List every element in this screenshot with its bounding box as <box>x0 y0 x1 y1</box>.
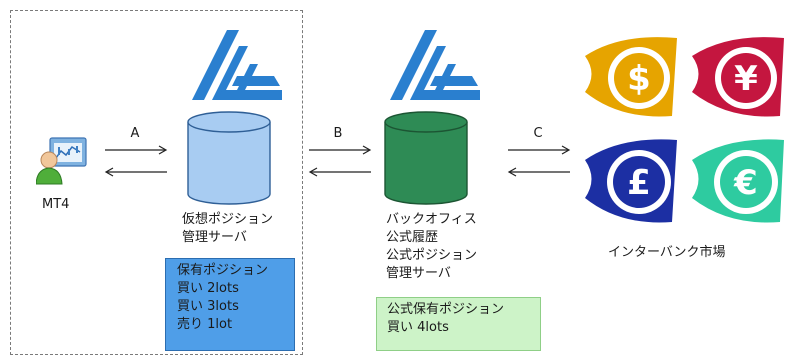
yen-symbol: ¥ <box>734 59 758 99</box>
company-logo-icon <box>192 30 282 100</box>
official-position-item: 買い 4lots <box>387 320 449 335</box>
mt4-terminal-icon <box>36 137 87 185</box>
euro-currency-icon: € <box>692 139 784 223</box>
virtual-position-item: 買い 3lots <box>177 299 239 314</box>
dollar-symbol: $ <box>627 59 651 99</box>
interbank-market-label: インターバンク市場 <box>608 245 726 260</box>
company-logo-icon <box>390 30 480 100</box>
bidirectional-arrow-a-icon <box>104 145 168 177</box>
back-office-label-line1: バックオフィス <box>386 212 477 227</box>
arrow-c-label: C <box>533 126 543 141</box>
back-office-label: バックオフィス 公式履歴 公式ポジション 管理サーバ <box>386 211 477 283</box>
back-office-label-line4: 管理サーバ <box>386 266 451 281</box>
mt4-label: MT4 <box>42 197 70 212</box>
arrow-a-label: A <box>130 126 140 141</box>
virtual-server-label: 仮想ポジション 管理サーバ <box>182 211 273 247</box>
virtual-position-server-database-icon <box>187 111 271 205</box>
pound-symbol: £ <box>627 163 651 203</box>
virtual-server-label-line2: 管理サーバ <box>182 230 247 245</box>
dollar-currency-icon: $ <box>585 37 677 117</box>
euro-symbol: € <box>733 163 758 203</box>
arrow-b-label: B <box>333 126 343 141</box>
virtual-positions-box: 保有ポジション 買い 2lots 買い 3lots 売り 1lot <box>165 258 295 351</box>
virtual-position-item: 買い 2lots <box>177 281 239 296</box>
official-positions-title: 公式保有ポジション <box>387 302 505 317</box>
virtual-position-item: 売り 1lot <box>177 317 233 332</box>
virtual-positions-title: 保有ポジション <box>177 263 269 278</box>
back-office-label-line2: 公式履歴 <box>386 230 439 245</box>
back-office-server-database-icon <box>384 111 468 205</box>
official-positions-box: 公式保有ポジション 買い 4lots <box>376 297 541 351</box>
bidirectional-arrow-c-icon <box>507 145 571 177</box>
bidirectional-arrow-b-icon <box>308 145 372 177</box>
yen-currency-icon: ¥ <box>692 37 784 117</box>
pound-currency-icon: £ <box>585 139 677 223</box>
virtual-server-label-line1: 仮想ポジション <box>182 212 274 227</box>
back-office-label-line3: 公式ポジション <box>386 248 478 263</box>
